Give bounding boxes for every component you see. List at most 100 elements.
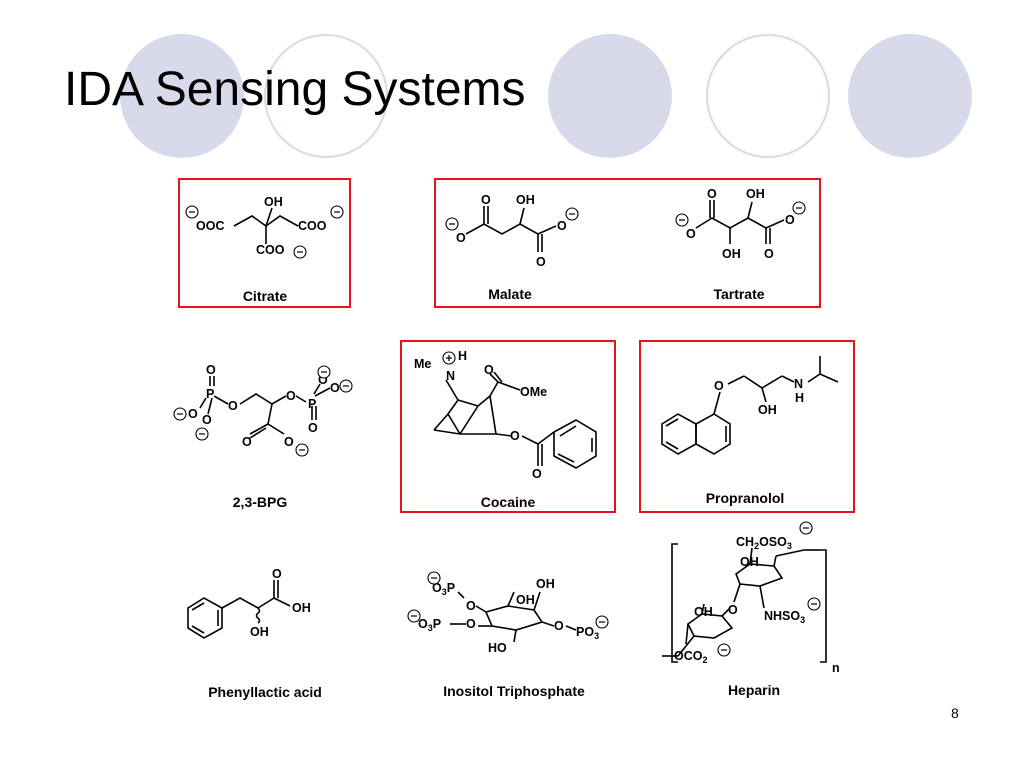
phenyllactic-oh-acid-label: OH — [292, 601, 311, 615]
negative-charge-icon — [295, 443, 309, 457]
citrate-caption: Citrate — [242, 288, 288, 304]
bpg-o-label: O — [188, 407, 198, 421]
inositol-structure: O3P O O3P O OH OH HO O PO3 — [407, 571, 609, 655]
malate-o-bottom: O — [536, 255, 546, 269]
bpg-o-label: O — [330, 381, 340, 395]
heparin-nhso3-label: NHSO3 — [764, 609, 805, 625]
citrate-oh-label: OH — [264, 195, 283, 209]
malate-o-left: O — [456, 231, 466, 245]
malate-oh: OH — [516, 193, 535, 207]
heparin-o-label: O — [728, 603, 738, 617]
inositol-o3p-top-label: O3P — [432, 581, 455, 597]
malate-structure: O OH O O O — [445, 193, 579, 269]
malate-o-top: O — [481, 193, 491, 207]
heparin-oco2-label: OCO2 — [674, 649, 708, 665]
negative-charge-icon — [195, 427, 209, 441]
cocaine-me-label: Me — [414, 357, 431, 371]
cocaine-box — [400, 340, 616, 513]
decor-circle-1 — [120, 34, 244, 158]
heparin-oh-top-label: OH — [740, 555, 759, 569]
bpg-p-left-label: P — [206, 387, 214, 401]
cocaine-ome-label: OMe — [520, 385, 547, 399]
decor-circle-2 — [264, 34, 388, 158]
decor-circle-4 — [706, 34, 830, 158]
bpg-o-label: O — [318, 373, 328, 387]
bpg-structure: O P O O O O P O O O O O — [173, 363, 353, 457]
negative-charge-icon — [330, 205, 344, 219]
bpg-o-label: O — [242, 435, 252, 449]
tartrate-o-bottom: O — [764, 247, 774, 261]
negative-charge-icon — [173, 407, 187, 421]
inositol-o-label: O — [466, 617, 476, 631]
malate-o-right: O — [557, 219, 567, 233]
bpg-o-label: O — [202, 413, 212, 427]
propranolol-structure: O N H OH — [661, 356, 839, 455]
phenyllactic-caption: Phenyllactic acid — [208, 684, 322, 700]
decor-circle-3 — [548, 34, 672, 158]
heparin-caption: Heparin — [727, 682, 781, 698]
propranolol-oh-label: OH — [758, 403, 777, 417]
heparin-ch2oso3-label: CH2OSO3 — [736, 535, 792, 551]
tartrate-o-left: O — [686, 227, 696, 241]
negative-charge-icon — [717, 643, 731, 657]
slide-number: 8 — [951, 705, 959, 721]
inositol-oh-mid-label: OH — [516, 593, 535, 607]
negative-charge-icon — [407, 609, 421, 623]
cocaine-structure: Me H N O OMe O O — [414, 349, 597, 481]
propranolol-n-label: N — [794, 377, 803, 391]
negative-charge-icon — [339, 379, 353, 393]
negative-charge-icon — [807, 597, 821, 611]
cocaine-n-label: N — [446, 369, 455, 383]
tartrate-o-right: O — [785, 213, 795, 227]
citrate-box — [178, 178, 351, 308]
positive-charge-icon — [442, 351, 456, 365]
inositol-oh-top-label: OH — [536, 577, 555, 591]
negative-charge-icon — [185, 205, 199, 219]
negative-charge-icon — [675, 213, 689, 227]
heparin-oh-bottom-label: OH — [694, 605, 713, 619]
inositol-caption: Inositol Triphosphate — [443, 683, 585, 699]
bpg-o-top-label: O — [206, 363, 216, 377]
heparin-n-label: n — [832, 661, 840, 675]
cocaine-o-carbonyl-label: O — [484, 363, 494, 377]
phenyllactic-structure: O OH OH — [187, 567, 311, 639]
bpg-o-label: O — [308, 421, 318, 435]
propranolol-h-label: H — [795, 391, 804, 405]
bpg-p-right-label: P — [308, 397, 316, 411]
negative-charge-icon — [293, 245, 307, 259]
negative-charge-icon — [317, 365, 331, 379]
cocaine-o-ester-label: O — [510, 429, 520, 443]
negative-charge-icon — [427, 571, 441, 585]
inositol-o-label: O — [466, 599, 476, 613]
negative-charge-icon — [565, 207, 579, 221]
negative-charge-icon — [792, 201, 806, 215]
inositol-po3-label: PO3 — [576, 625, 599, 641]
cocaine-caption: Cocaine — [480, 494, 536, 510]
heparin-structure: CH2OSO3 OH NHSO3 O OH OCO2 n — [662, 521, 840, 675]
tartrate-caption: Tartrate — [713, 286, 765, 302]
citrate-coo-bottom-label: COO — [256, 243, 285, 257]
malate-tartrate-box — [434, 178, 821, 308]
bpg-caption: 2,3-BPG — [232, 494, 288, 510]
decor-circle-5 — [848, 34, 972, 158]
bpg-o-label: O — [286, 389, 296, 403]
negative-charge-icon — [799, 521, 813, 535]
phenyllactic-oh-alpha-label: OH — [250, 625, 269, 639]
negative-charge-icon — [595, 615, 609, 629]
negative-charge-icon — [445, 217, 459, 231]
inositol-o3p-left-label: O3P — [418, 617, 441, 633]
propranolol-box — [639, 340, 855, 513]
cocaine-h-label: H — [458, 349, 467, 363]
citrate-coo-right-label: COO — [298, 219, 327, 233]
citrate-ooc-label: OOC — [196, 219, 224, 233]
propranolol-o-label: O — [714, 379, 724, 393]
inositol-ho-label: HO — [488, 641, 507, 655]
tartrate-oh-top: OH — [746, 187, 765, 201]
citrate-structure: OH OOC COO COO — [185, 195, 344, 259]
cocaine-o-bottom-label: O — [532, 467, 542, 481]
inositol-o-label: O — [554, 619, 564, 633]
tartrate-oh-bottom: OH — [722, 247, 741, 261]
propranolol-caption: Propranolol — [705, 490, 785, 506]
phenyllactic-o-label: O — [272, 567, 282, 581]
malate-caption: Malate — [488, 286, 532, 302]
